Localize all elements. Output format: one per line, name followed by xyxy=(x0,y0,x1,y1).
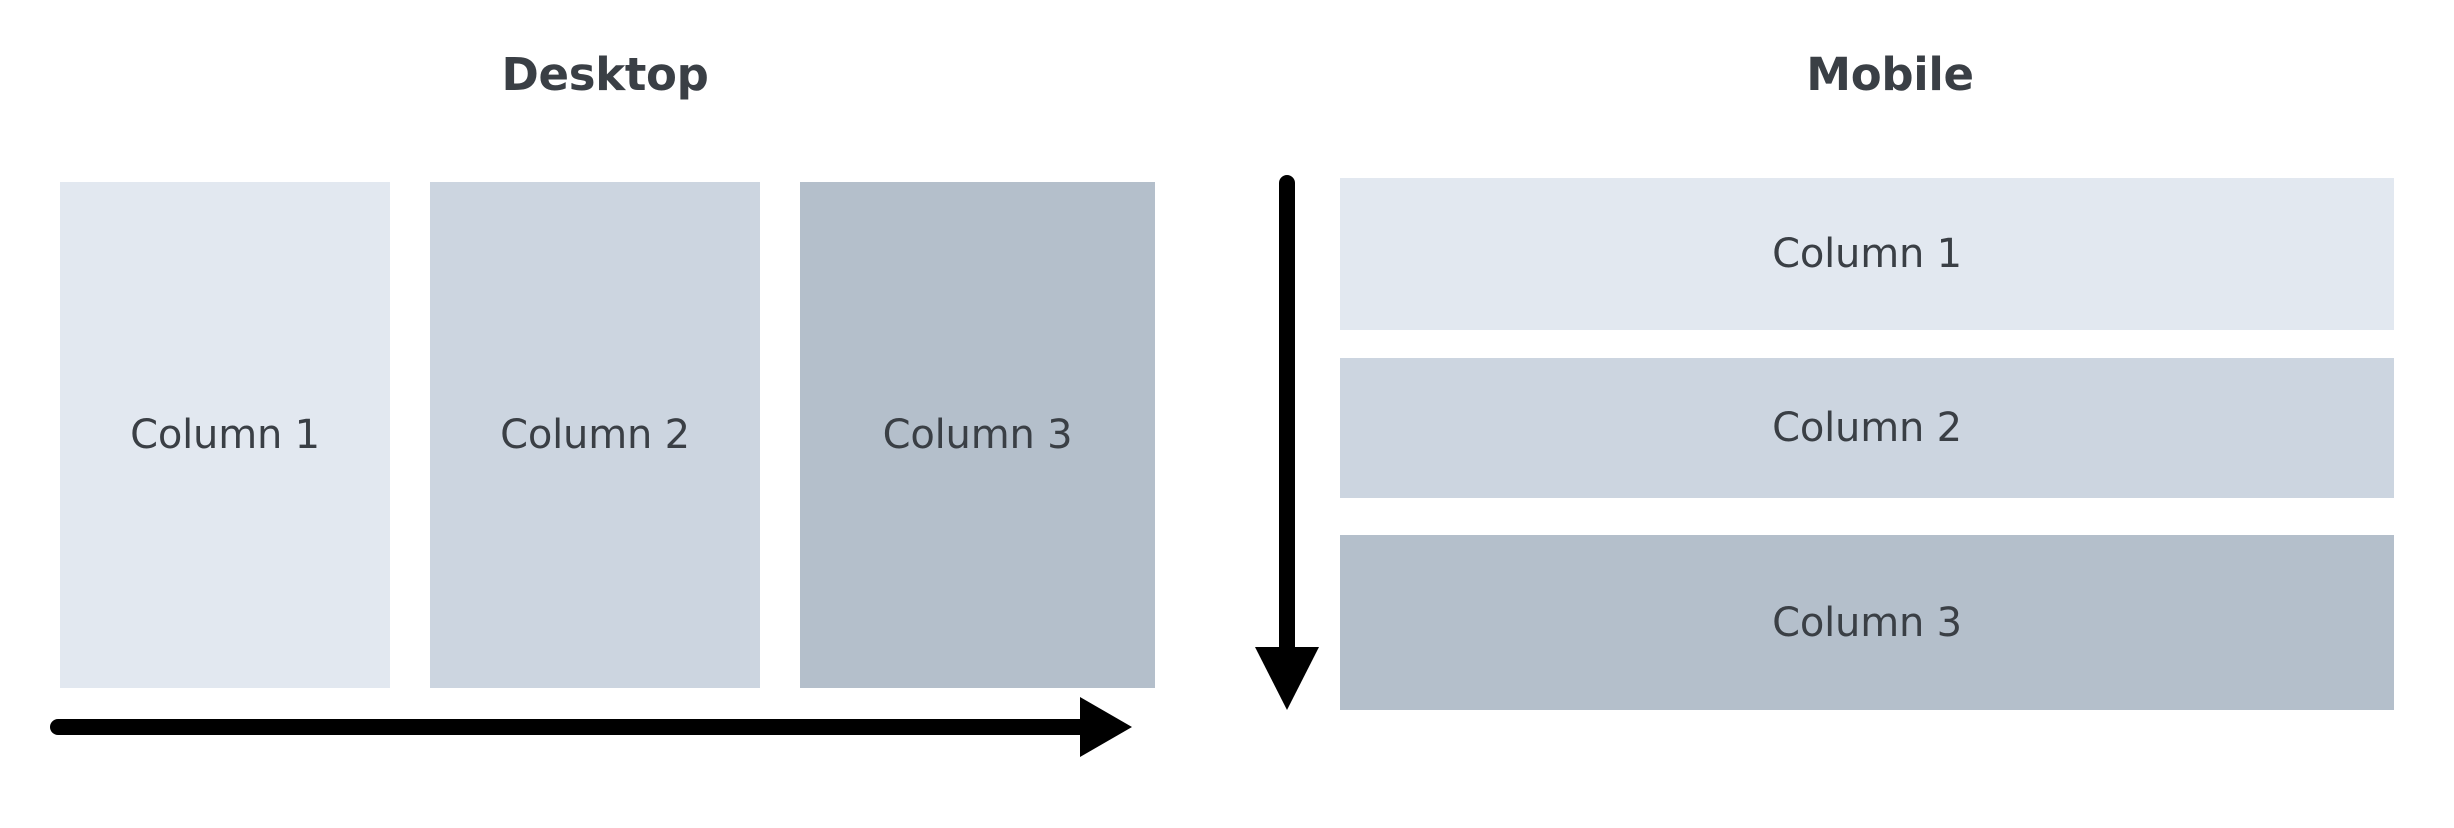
desktop-column-2-label: Column 2 xyxy=(500,412,690,458)
desktop-column-3: Column 3 xyxy=(800,182,1155,688)
mobile-row-2-label: Column 2 xyxy=(1772,405,1962,451)
mobile-row-3: Column 3 xyxy=(1340,535,2394,710)
desktop-section-title: Desktop xyxy=(501,48,709,101)
mobile-section-title: Mobile xyxy=(1806,48,1974,101)
desktop-column-1: Column 1 xyxy=(60,182,390,688)
mobile-row-3-label: Column 3 xyxy=(1772,599,1962,646)
desktop-column-2: Column 2 xyxy=(430,182,760,688)
desktop-column-1-label: Column 1 xyxy=(130,412,320,458)
mobile-row-1-label: Column 1 xyxy=(1772,231,1962,277)
vertical-arrow-head xyxy=(1255,647,1319,710)
horizontal-arrow-head xyxy=(1080,697,1132,757)
vertical-flow-arrow-icon xyxy=(1255,175,1319,710)
mobile-row-1: Column 1 xyxy=(1340,178,2394,330)
desktop-column-3-label: Column 3 xyxy=(882,412,1073,458)
mobile-row-2: Column 2 xyxy=(1340,358,2394,498)
horizontal-flow-arrow-icon xyxy=(50,697,1132,757)
